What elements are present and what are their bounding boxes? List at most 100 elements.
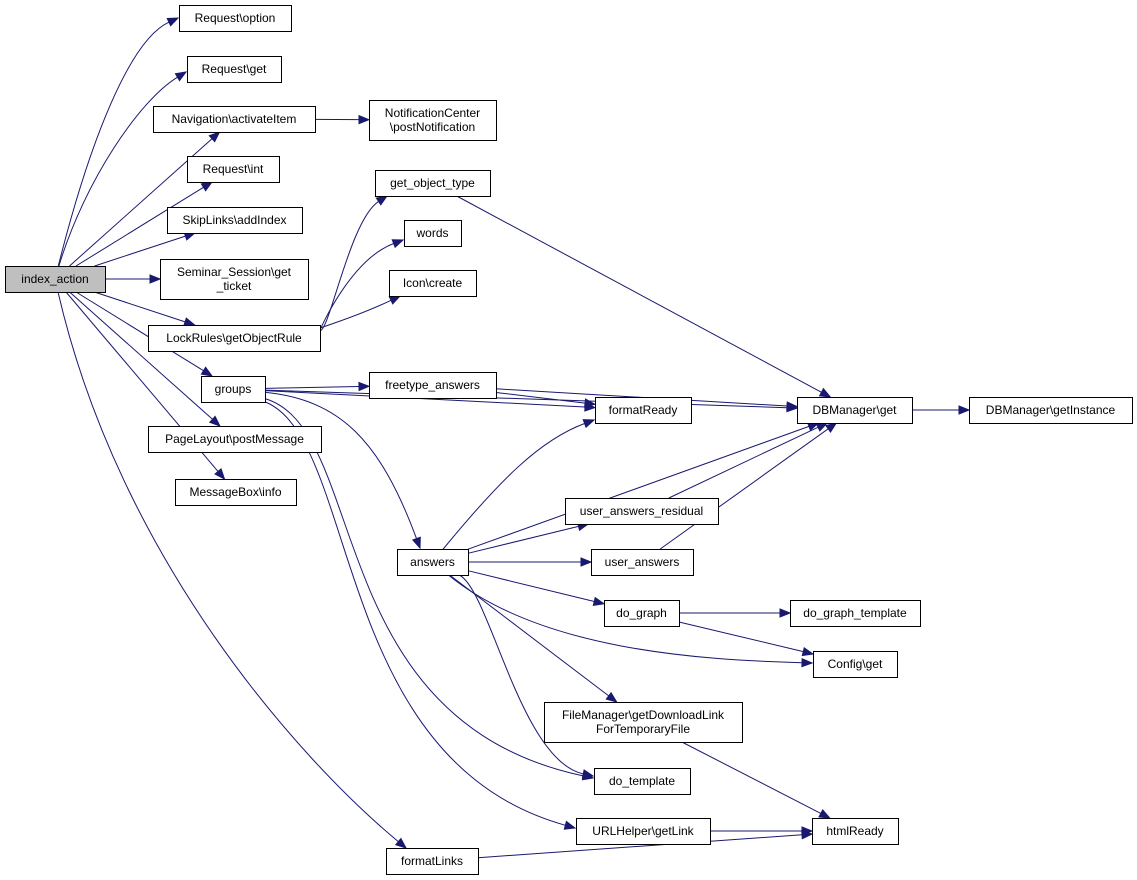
edge-do_graph-to-do_graph_template [679,608,792,618]
node-box [167,207,303,234]
node-uar[interactable]: user_answers_residual [565,498,719,525]
node-box [969,397,1133,424]
node-words[interactable]: words [404,220,462,247]
edge-line [458,574,584,775]
node-get-object-type[interactable]: get_object_type [375,170,491,197]
arrowhead [200,181,214,192]
arrowhead [801,830,814,840]
edge-line [456,195,822,393]
edge-line [264,389,788,409]
node-pagelayout[interactable]: PageLayout\postMessage [148,426,322,453]
node-dbm-instance[interactable]: DBManager\getInstance [969,397,1133,424]
edge-lockrules-to-get_object_type [319,195,389,332]
edge-uar-to-dbm_get [668,422,829,499]
node-req-option[interactable]: Request\option [179,5,292,32]
arrowhead [563,820,577,830]
node-icon-create[interactable]: Icon\create [389,270,477,297]
edge-nav_activate-to-notif_post [314,114,371,125]
arrowhead [584,398,597,408]
edge-line [58,76,178,267]
node-label: do_graph [616,606,667,620]
node-label: Config\get [828,657,883,671]
edge-filemanager-to-htmlready [681,741,831,819]
node-urlhelper[interactable]: URLHelper\getLink [576,818,711,845]
node-notif-post[interactable]: NotificationCenter\postNotification [369,100,497,141]
arrowhead [375,195,389,206]
node-freetype[interactable]: freetype_answers [369,372,497,399]
node-box [187,156,280,183]
edge-index_action-to-lockrules [94,291,196,327]
arrowhead [786,401,799,411]
node-label: PageLayout\postMessage [165,432,304,446]
edge-line [449,574,610,697]
node-formatready[interactable]: formatReady [595,397,692,424]
node-answers[interactable]: answers [397,549,469,576]
node-label: index_action [21,272,88,286]
node-label: Icon\create [403,276,463,290]
node-filemanager[interactable]: FileManager\getDownloadLinkForTemporaryF… [544,702,743,743]
node-box [148,325,321,352]
node-do-graph-template[interactable]: do_graph_template [790,600,921,627]
node-label: user_answers_residual [580,504,703,518]
edge-answers-to-formatready [442,419,596,550]
arrowhead [818,387,832,398]
edge-lockrules-to-icon_create [317,295,402,330]
node-req-get[interactable]: Request\get [187,56,282,83]
node-user-answers[interactable]: user_answers [591,549,694,576]
node-label: Request\option [195,11,276,25]
node-msgbox[interactable]: MessageBox\info [175,479,297,506]
arrowhead [214,467,226,481]
arrowhead [391,239,405,249]
node-nav-activate[interactable]: Navigation\activateItem [153,106,316,133]
node-label: DBManager\getInstance [986,403,1116,417]
node-label: FileManager\getDownloadLink [562,708,725,722]
edge-line [477,834,803,859]
edge-line [668,426,819,499]
node-box [369,100,497,141]
edges-layer [57,17,971,859]
edge-answers-to-do_graph [467,570,606,607]
node-dbm-get[interactable]: DBManager\get [797,397,913,424]
edge-line [467,525,579,554]
node-label: \postNotification [390,120,475,134]
arrowhead [166,17,180,27]
edge-line [94,235,186,267]
node-label: do_template [609,774,675,788]
node-box [797,397,913,424]
arrowhead [149,274,162,284]
edge-formatlinks-to-htmlready [477,830,814,859]
node-index-action[interactable]: index_action [5,266,106,293]
arrowhead [815,422,829,432]
arrowhead [411,536,421,550]
edge-index_action-to-groups [75,291,214,377]
node-config-get[interactable]: Config\get [813,651,898,678]
arrowhead [580,557,593,567]
edge-line [75,291,204,372]
node-skip-addindex[interactable]: SkipLinks\addIndex [167,207,303,234]
node-formatlinks[interactable]: formatLinks [386,848,479,875]
arrowhead [200,366,214,377]
node-htmlready[interactable]: htmlReady [812,818,899,845]
edge-index_action-to-pagelayout [69,291,221,427]
edge-answers-to-dbm_get [467,422,820,550]
node-groups[interactable]: groups [201,376,266,403]
node-label: get_object_type [390,176,475,190]
edge-line [69,291,213,420]
node-seminar-ticket[interactable]: Seminar_Session\get_ticket [160,259,309,300]
node-label: Request\int [203,162,264,176]
arrowhead [818,809,831,819]
edge-line [678,621,804,653]
node-do-template[interactable]: do_template [594,768,691,795]
node-req-int[interactable]: Request\int [187,156,280,183]
edge-line [75,186,204,267]
node-do-graph[interactable]: do_graph [604,600,680,627]
node-box [404,220,462,247]
node-lockrules[interactable]: LockRules\getObjectRule [148,325,321,352]
node-label: URLHelper\getLink [592,824,694,838]
arrowhead [183,317,196,327]
arrowhead [581,769,595,779]
arrowhead [394,837,408,849]
edge-groups-to-dbm_get [264,389,799,413]
edge-get_object_type-to-dbm_get [456,195,832,398]
edge-index_action-to-req_get [58,71,188,267]
